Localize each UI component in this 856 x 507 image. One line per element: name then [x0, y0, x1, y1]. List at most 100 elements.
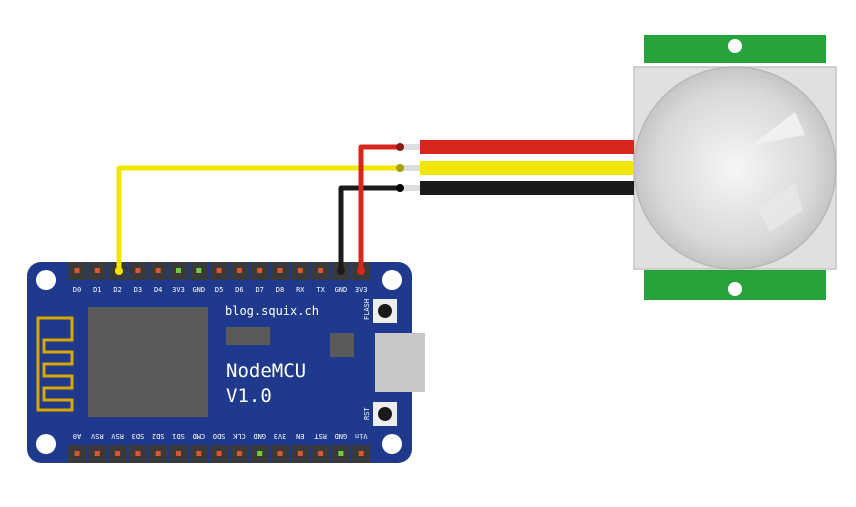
bottom-pin-label: RSV — [90, 432, 103, 440]
top-pin-label: D4 — [154, 286, 162, 294]
flash-button-cap[interactable] — [378, 304, 392, 318]
jumper-wires — [116, 143, 404, 271]
pir-dome-highlight-2 — [757, 183, 803, 232]
board-hole-bl — [36, 434, 56, 454]
pin-contact — [297, 451, 303, 456]
black-wire-end — [396, 184, 404, 192]
pin-contact — [94, 268, 100, 273]
red-wire-end — [396, 143, 404, 151]
top-pin: GND — [189, 262, 208, 294]
bottom-pin: A0 — [68, 432, 86, 463]
red-lead — [420, 140, 634, 154]
top-pin: RX — [291, 262, 310, 294]
top-pin-label: D8 — [276, 286, 284, 294]
bottom-pin-label: GND — [335, 432, 348, 440]
rst-label: RST — [363, 407, 371, 420]
black-wire-pin-end — [337, 267, 345, 275]
pin-contact — [216, 451, 222, 456]
top-pin-label: D0 — [73, 286, 81, 294]
pin-contact — [74, 268, 80, 273]
usb-port[interactable] — [375, 333, 425, 392]
bottom-pin: GND — [250, 432, 269, 463]
pin-contact — [318, 451, 324, 456]
black-lead — [420, 181, 634, 195]
bottom-pin-label: RST — [313, 432, 326, 440]
bottom-pin: 3V3 — [271, 432, 289, 463]
red-wire — [358, 144, 403, 271]
bottom-pin: CLK — [230, 432, 249, 463]
top-pin-label: D6 — [235, 286, 243, 294]
bottom-pin: Vin — [352, 432, 371, 463]
bottom-pin: GND — [331, 432, 350, 463]
top-pin: D3 — [128, 262, 147, 294]
pin-contact — [257, 451, 263, 456]
top-pin: D0 — [68, 262, 86, 294]
pin-contact — [236, 451, 242, 456]
pin-contact — [94, 451, 100, 456]
bottom-pin: CMD — [189, 432, 208, 463]
pin-contact — [155, 451, 161, 456]
board-hole-tl — [36, 270, 56, 290]
pin-contact — [318, 268, 324, 273]
bottom-pin: EN — [291, 432, 310, 463]
board-name-line2: V1.0 — [226, 385, 272, 407]
bottom-pin-label: CLK — [232, 432, 245, 440]
pin-contact — [196, 451, 202, 456]
top-pin: D1 — [88, 262, 107, 294]
yellow-lead — [420, 161, 634, 175]
pin-contact — [176, 451, 181, 456]
pin-contact — [155, 268, 161, 273]
bottom-pin: SD2 — [149, 432, 168, 463]
rst-button-cap[interactable] — [378, 407, 392, 421]
pin-contact — [74, 451, 80, 456]
pin-contact — [196, 268, 202, 273]
yellow-wire-end — [396, 164, 404, 172]
pin-contact — [257, 268, 263, 273]
esp-module — [88, 307, 208, 417]
yellow-lead-tip — [402, 165, 420, 171]
top-pin-label: D2 — [113, 286, 121, 294]
bottom-pin: RST — [311, 432, 330, 463]
bottom-pin-label: SD3 — [132, 432, 145, 440]
pin-contact — [216, 268, 222, 273]
wifi-antenna — [36, 316, 74, 412]
bottom-pin-label: A0 — [73, 432, 81, 440]
chip-small — [226, 327, 270, 345]
bottom-pin-label: GND — [253, 432, 266, 440]
top-pin-label: RX — [296, 286, 305, 294]
top-pin-label: D5 — [215, 286, 223, 294]
top-pin-label: D1 — [93, 286, 101, 294]
top-pin: 3V3 — [169, 262, 188, 294]
pin-contact — [338, 451, 344, 456]
red-wire-pin-end — [357, 267, 365, 275]
board-name-line1: NodeMCU — [226, 360, 306, 382]
pin-contact — [176, 268, 181, 273]
top-pin-label: D7 — [255, 286, 263, 294]
bottom-pin: RSV — [88, 432, 107, 463]
top-pin-label: TX — [316, 286, 325, 294]
pir-sensor — [633, 35, 837, 300]
bottom-pin: SD3 — [128, 432, 147, 463]
bottom-pin-label: SD1 — [172, 432, 185, 440]
red-lead-tip — [402, 144, 420, 150]
top-pin-label: D3 — [134, 286, 142, 294]
top-pin: D6 — [230, 262, 249, 294]
top-pin: D7 — [250, 262, 269, 294]
bottom-pin-label: RSV — [110, 432, 123, 440]
site-label: blog.squix.ch — [225, 304, 319, 318]
pin-contact — [115, 451, 121, 456]
black-wire — [338, 185, 403, 271]
bottom-pin: SD1 — [169, 432, 188, 463]
pir-mount-hole-bottom — [728, 282, 742, 296]
top-pin-label: 3V3 — [355, 286, 368, 294]
chip-square — [330, 333, 354, 357]
top-pin: D5 — [210, 262, 229, 294]
board-hole-br — [382, 434, 402, 454]
black-lead-tip — [402, 185, 420, 191]
pin-contact — [277, 451, 283, 456]
top-pin: D8 — [271, 262, 289, 294]
